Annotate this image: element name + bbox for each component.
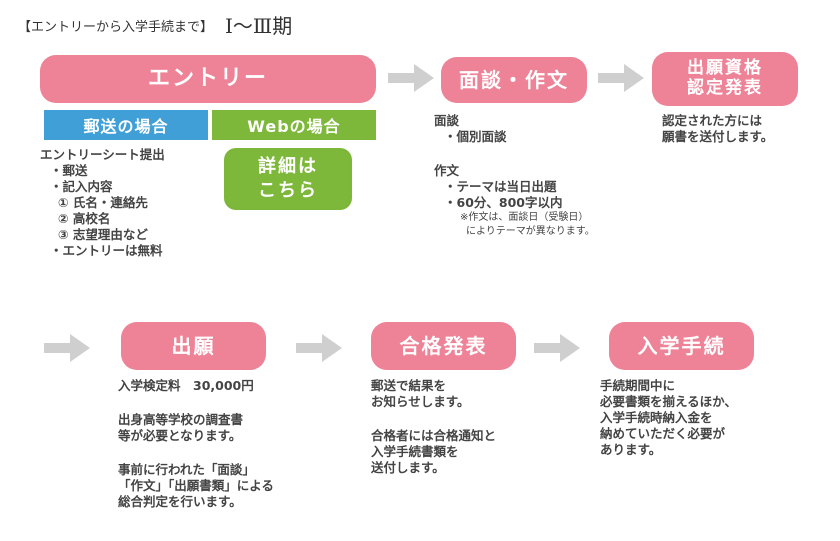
qualification-details: 認定された方には 願書を送付します。 — [662, 113, 773, 145]
entry-line: ・エントリーは無料 — [50, 243, 163, 258]
step-qualification-line2: 認定発表 — [687, 78, 763, 98]
pass-line: 郵送で結果を — [371, 378, 447, 393]
arrow-right-icon — [44, 334, 90, 362]
pass-line: 入学手続書類を — [371, 444, 459, 459]
essay-title: 作文 — [434, 163, 460, 178]
step-interview: 面談・作文 — [441, 57, 587, 103]
application-line: 等が必要となります。 — [118, 428, 242, 443]
step-enrollment: 入学手続 — [609, 322, 754, 370]
pass-line: お知らせします。 — [371, 394, 470, 409]
step-enrollment-label: 入学手続 — [637, 333, 726, 358]
application-line: 総合判定を行います。 — [118, 494, 242, 509]
essay-item: ・60分、800字以内 — [444, 195, 563, 210]
details-button-line1: 詳細は — [258, 155, 318, 177]
step-interview-label: 面談・作文 — [459, 67, 569, 92]
interview-item: ・個別面談 — [444, 129, 507, 144]
web-tag: Webの場合 — [212, 110, 376, 140]
step-qualification: 出願資格 認定発表 — [652, 52, 798, 106]
header-period: Ⅰ～Ⅲ期 — [225, 14, 293, 38]
application-line: 事前に行われた「面談」 — [118, 462, 255, 477]
step-entry: エントリー — [40, 55, 376, 103]
mail-tag-label: 郵送の場合 — [83, 117, 169, 136]
entry-line: ③ 志望理由など — [58, 227, 148, 242]
interview-title: 面談 — [434, 113, 460, 128]
step-entry-label: エントリー — [147, 66, 268, 92]
enrollment-line: あります。 — [600, 442, 662, 457]
entry-line: エントリーシート提出 — [40, 147, 165, 162]
page-title: 【エントリーから入学手続まで】 Ⅰ～Ⅲ期 — [18, 10, 292, 39]
enrollment-line: 納めていただく必要が — [600, 426, 726, 441]
arrow-right-icon — [296, 334, 342, 362]
spacer — [118, 444, 274, 458]
pass-line: 送付します。 — [371, 460, 445, 475]
pass-details: 郵送で結果を お知らせします。 合格者には合格通知と 入学手続書類を 送付します… — [371, 378, 496, 476]
application-line: 出身高等学校の調査書 — [118, 412, 244, 427]
web-tag-label: Webの場合 — [247, 117, 341, 136]
spacer — [434, 145, 595, 159]
step-qualification-line1: 出願資格 — [687, 58, 763, 79]
arrow-right-icon — [388, 64, 434, 92]
application-line: 「作文」「出願書類」による — [118, 478, 274, 493]
essay-item: ・テーマは当日出題 — [444, 179, 557, 194]
qualification-line: 願書を送付します。 — [662, 129, 774, 144]
entry-line: ② 高校名 — [58, 211, 111, 226]
step-application: 出願 — [121, 322, 266, 370]
step-application-label: 出願 — [171, 333, 216, 358]
spacer — [371, 410, 496, 424]
enrollment-details: 手続期間中に 必要書類を揃えるほか、 入学手続時納入金を 納めていただく必要が … — [600, 378, 737, 458]
entry-line: ① 氏名・連絡先 — [58, 195, 148, 210]
enrollment-line: 必要書類を揃えるほか、 — [600, 394, 737, 409]
application-fee: 入学検定料 30,000円 — [118, 378, 254, 393]
essay-note: によりテーマが異なります。 — [466, 226, 595, 237]
enrollment-line: 手続期間中に — [600, 378, 676, 393]
enrollment-line: 入学手続時納入金を — [600, 410, 713, 425]
arrow-right-icon — [598, 64, 644, 92]
spacer — [118, 394, 274, 408]
entry-details: エントリーシート提出 ・郵送 ・記入内容 ① 氏名・連絡先 ② 高校名 ③ 志望… — [40, 147, 165, 259]
header-title: 【エントリーから入学手続まで】 — [18, 20, 214, 35]
step-pass-label: 合格発表 — [399, 333, 488, 358]
interview-details: 面談 ・個別面談 作文 ・テーマは当日出題 ・60分、800字以内 ※作文は、面… — [434, 113, 595, 239]
details-button-line2: こちら — [258, 180, 318, 201]
arrow-right-icon — [534, 334, 580, 362]
mail-tag: 郵送の場合 — [44, 110, 208, 140]
application-details: 入学検定料 30,000円 出身高等学校の調査書 等が必要となります。 事前に行… — [118, 378, 274, 510]
details-button[interactable]: 詳細は こちら — [224, 148, 352, 210]
step-pass: 合格発表 — [371, 322, 516, 370]
entry-line: ・郵送 — [50, 163, 88, 178]
pass-line: 合格者には合格通知と — [371, 428, 497, 443]
entry-line: ・記入内容 — [50, 179, 113, 194]
essay-note: ※作文は、面談日（受験日） — [460, 212, 589, 223]
qualification-line: 認定された方には — [662, 113, 763, 128]
